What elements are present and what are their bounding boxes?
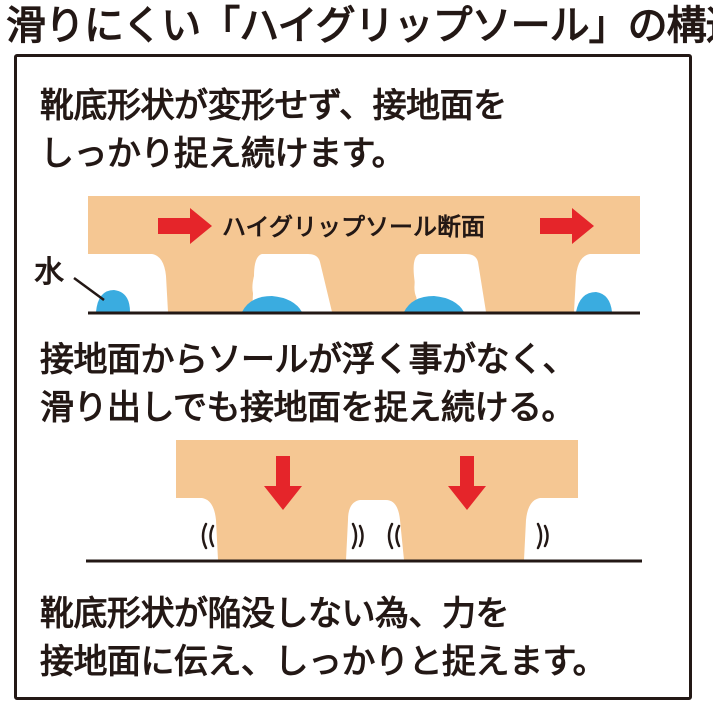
sole-block <box>176 440 578 560</box>
content-frame <box>14 54 692 700</box>
description-2-line-2: 滑り出しでも接地面を捉え続ける。 <box>40 388 575 428</box>
right-arrow-icon <box>540 208 594 244</box>
page-title: 滑りにくい「ハイグリップソール」の構造 <box>6 3 713 49</box>
pressure-diagram <box>86 440 642 563</box>
description-2: 接地面からソールが浮く事がなく、 滑り出しでも接地面を捉え続ける。 <box>40 336 577 432</box>
channel-4 <box>583 254 638 300</box>
sole-shape <box>88 196 640 312</box>
description-3-line-1: 靴底形状が陥没しない為、力を <box>40 594 510 634</box>
water-leader-line <box>73 276 105 302</box>
down-arrow-icon <box>264 456 302 510</box>
description-1-line-2: しっかり捉え続けます。 <box>40 134 406 174</box>
water-drop-1 <box>96 290 130 312</box>
description-2-line-1: 接地面からソールが浮く事がなく、 <box>40 340 577 380</box>
channel-1 <box>106 254 138 300</box>
description-3-line-2: 接地面に伝え、しっかりと捉えます。 <box>40 642 607 682</box>
description-1: 靴底形状が変形せず、接地面を しっかり捉え続けます。 <box>40 82 507 178</box>
down-arrow-icon <box>448 456 486 510</box>
channel-3 <box>414 254 472 300</box>
water-drop-2 <box>242 296 302 312</box>
right-arrow-icon <box>158 208 212 244</box>
sole-cross-section-diagram: ハイグリップソール断面 水 <box>34 196 640 315</box>
vibration-marks <box>201 522 549 550</box>
water-drop-4 <box>576 292 612 312</box>
water-label: 水 <box>34 255 65 290</box>
water-drop-3 <box>404 296 464 312</box>
channel-2 <box>252 254 310 300</box>
sole-section-label: ハイグリップソール断面 <box>222 213 485 241</box>
description-1-line-1: 靴底形状が変形せず、接地面を <box>40 86 507 126</box>
description-3: 靴底形状が陥没しない為、力を 接地面に伝え、しっかりと捉えます。 <box>40 590 607 686</box>
